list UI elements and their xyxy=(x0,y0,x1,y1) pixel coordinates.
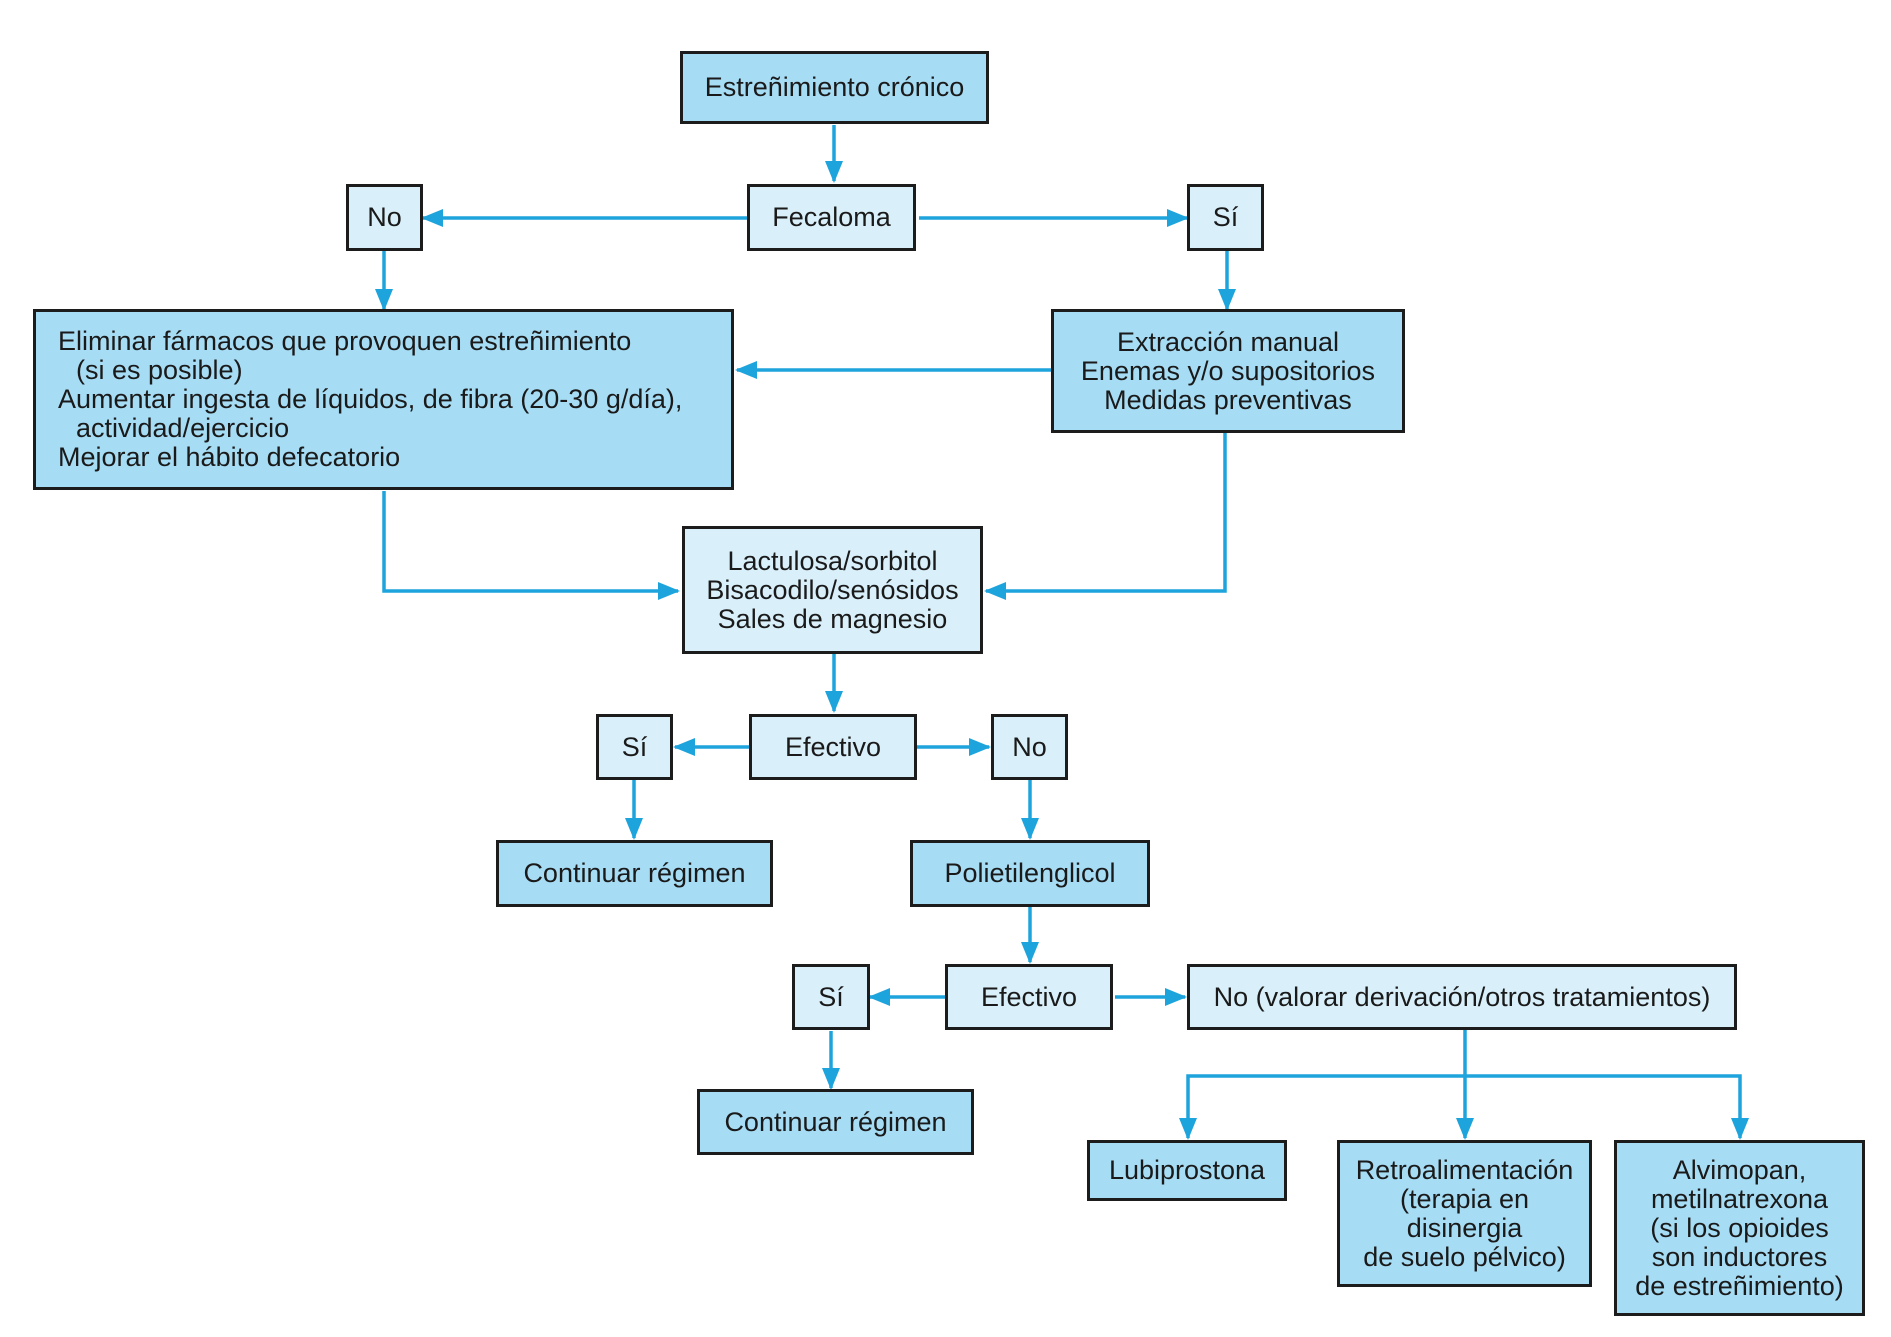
node-line: Sales de magnesio xyxy=(717,603,948,634)
node-no-fecaloma: No xyxy=(346,184,423,251)
node-label: No xyxy=(1012,731,1047,762)
arrow-medidas-to-laxantes xyxy=(382,491,680,600)
node-line: metilnatrexona xyxy=(1650,1183,1829,1214)
node-line: disinergia xyxy=(1406,1212,1523,1243)
node-line: Retroalimentación xyxy=(1355,1154,1574,1185)
node-laxantes: Lactulosa/sorbitol Bisacodilo/senósidos … xyxy=(682,526,983,654)
node-label: No xyxy=(367,202,402,232)
arrow-no-to-lubiprostona xyxy=(1179,1029,1467,1140)
node-line: Mejorar el hábito defecatorio xyxy=(58,442,401,472)
node-si-efectivo-2: Sí xyxy=(792,964,870,1030)
node-line: Lactulosa/sorbitol xyxy=(727,545,938,576)
node-efectivo-1: Efectivo xyxy=(749,714,917,780)
node-label: No (valorar derivación/otros tratamiento… xyxy=(1213,981,1711,1012)
node-label: Continuar régimen xyxy=(523,858,746,888)
node-lubiprostona: Lubiprostona xyxy=(1087,1140,1287,1201)
node-line: Enemas y/o supositorios xyxy=(1080,355,1376,386)
node-line: Alvimopan, xyxy=(1672,1154,1807,1185)
arrow-no-to-alvimopan xyxy=(1465,1074,1749,1140)
node-line: (si los opioides xyxy=(1650,1212,1829,1243)
node-efectivo-2: Efectivo xyxy=(945,964,1113,1030)
node-si-fecaloma: Sí xyxy=(1187,184,1264,251)
node-label: Estreñimiento crónico xyxy=(704,72,965,102)
arrow-extraccion-to-laxantes xyxy=(984,432,1227,600)
node-extraccion-manual: Extracción manual Enemas y/o supositorio… xyxy=(1051,309,1405,433)
node-label: Sí xyxy=(818,981,844,1012)
node-label: Fecaloma xyxy=(772,202,891,232)
node-continuar-regimen-2: Continuar régimen xyxy=(697,1089,974,1155)
node-estrenimiento-cronico: Estreñimiento crónico xyxy=(680,51,989,124)
node-no-valorar-derivacion: No (valorar derivación/otros tratamiento… xyxy=(1187,964,1737,1030)
node-fecaloma: Fecaloma xyxy=(747,184,916,251)
node-no-efectivo-1: No xyxy=(991,714,1068,780)
node-line: son inductores xyxy=(1651,1241,1828,1272)
node-line: (terapia en xyxy=(1399,1183,1530,1214)
node-label: Efectivo xyxy=(980,981,1078,1012)
node-line: de suelo pélvico) xyxy=(1363,1241,1566,1272)
node-medidas-generales: Eliminar fármacos que provoquen estreñim… xyxy=(33,309,734,490)
node-line: Eliminar fármacos que provoquen estreñim… xyxy=(58,326,632,356)
node-alvimopan: Alvimopan, metilnatrexona (si los opioid… xyxy=(1614,1140,1865,1316)
node-label: Lubiprostona xyxy=(1108,1155,1266,1185)
node-line: de estreñimiento) xyxy=(1635,1270,1844,1301)
node-si-efectivo-1: Sí xyxy=(596,714,673,780)
node-line: Aumentar ingesta de líquidos, de fibra (… xyxy=(58,384,683,414)
node-line: Medidas preventivas xyxy=(1104,384,1352,415)
node-polietilenglicol: Polietilenglicol xyxy=(910,840,1150,907)
node-label: Sí xyxy=(621,731,648,762)
node-line: (si es posible) xyxy=(76,355,243,385)
node-line: Bisacodilo/senósidos xyxy=(706,574,959,605)
node-line: Extracción manual xyxy=(1116,326,1340,357)
node-label: Polietilenglicol xyxy=(944,858,1116,888)
node-label: Continuar régimen xyxy=(724,1106,947,1137)
node-line: actividad/ejercicio xyxy=(76,413,290,443)
node-continuar-regimen-1: Continuar régimen xyxy=(496,840,773,907)
node-retroalimentacion: Retroalimentación (terapia en disinergia… xyxy=(1337,1140,1592,1287)
node-label: Efectivo xyxy=(784,731,882,762)
node-label: Sí xyxy=(1212,202,1239,232)
